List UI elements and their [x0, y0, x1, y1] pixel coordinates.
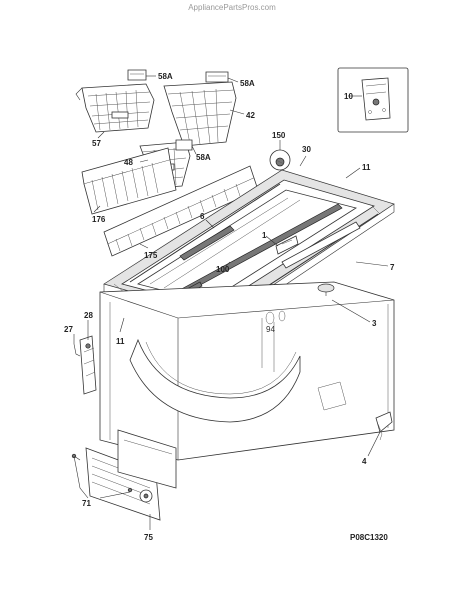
callout-176: 176 [92, 215, 106, 224]
callout-10: 10 [344, 92, 353, 101]
callout-58a-right: 58A [240, 79, 255, 88]
hinge-clip-1[interactable] [275, 235, 299, 255]
drain-plug-3[interactable] [317, 283, 335, 296]
lock-button-150[interactable] [269, 149, 291, 171]
gasket-strip-176[interactable] [81, 147, 177, 215]
callout-71: 71 [82, 499, 91, 508]
inset-box-part-10 [337, 67, 409, 133]
callout-11-left: 11 [116, 337, 125, 346]
callout-1: 1 [262, 231, 267, 240]
callout-94: 94 [266, 325, 275, 334]
kick-plate-panel [117, 429, 177, 489]
callout-42: 42 [246, 111, 255, 120]
basket-42[interactable] [163, 81, 237, 147]
callout-30: 30 [302, 145, 311, 154]
callout-150: 150 [272, 131, 286, 140]
lid-handle-7[interactable] [281, 221, 361, 269]
drawing-code: P08C1320 [350, 533, 388, 542]
basket-57[interactable] [75, 83, 155, 133]
callout-58a-left: 58A [158, 72, 173, 81]
callout-28: 28 [84, 311, 93, 320]
cabinet-body [99, 281, 395, 461]
callout-3: 3 [372, 319, 377, 328]
callout-27: 27 [64, 325, 73, 334]
callout-4: 4 [362, 457, 367, 466]
vent-grille-75[interactable] [85, 447, 161, 521]
basket-tag-58a-lower[interactable] [175, 139, 193, 151]
defrost-drain-94[interactable] [278, 310, 286, 322]
leader-lines [73, 75, 389, 530]
callout-57: 57 [92, 139, 101, 148]
lid-trim-rod-100[interactable] [179, 225, 235, 261]
thermostat-bracket-28[interactable] [79, 335, 97, 395]
callout-48: 48 [124, 158, 133, 167]
control-board-10[interactable] [361, 77, 391, 121]
callout-58a-lower: 58A [196, 153, 211, 162]
watermark-text: AppliancePartsPros.com [188, 3, 276, 12]
basket-tag-58a-right[interactable] [205, 71, 229, 83]
basket-tag-58a-left[interactable] [127, 69, 147, 81]
callout-7: 7 [390, 263, 395, 272]
callout-75: 75 [144, 533, 153, 542]
callout-175: 175 [144, 251, 158, 260]
callout-100: 100 [216, 265, 230, 274]
leveling-leg-4[interactable] [375, 411, 393, 441]
callout-11-top: 11 [362, 163, 371, 172]
cord-clip-27[interactable] [73, 343, 81, 357]
callout-6: 6 [200, 212, 205, 221]
hinge-strip-175[interactable] [103, 165, 259, 257]
